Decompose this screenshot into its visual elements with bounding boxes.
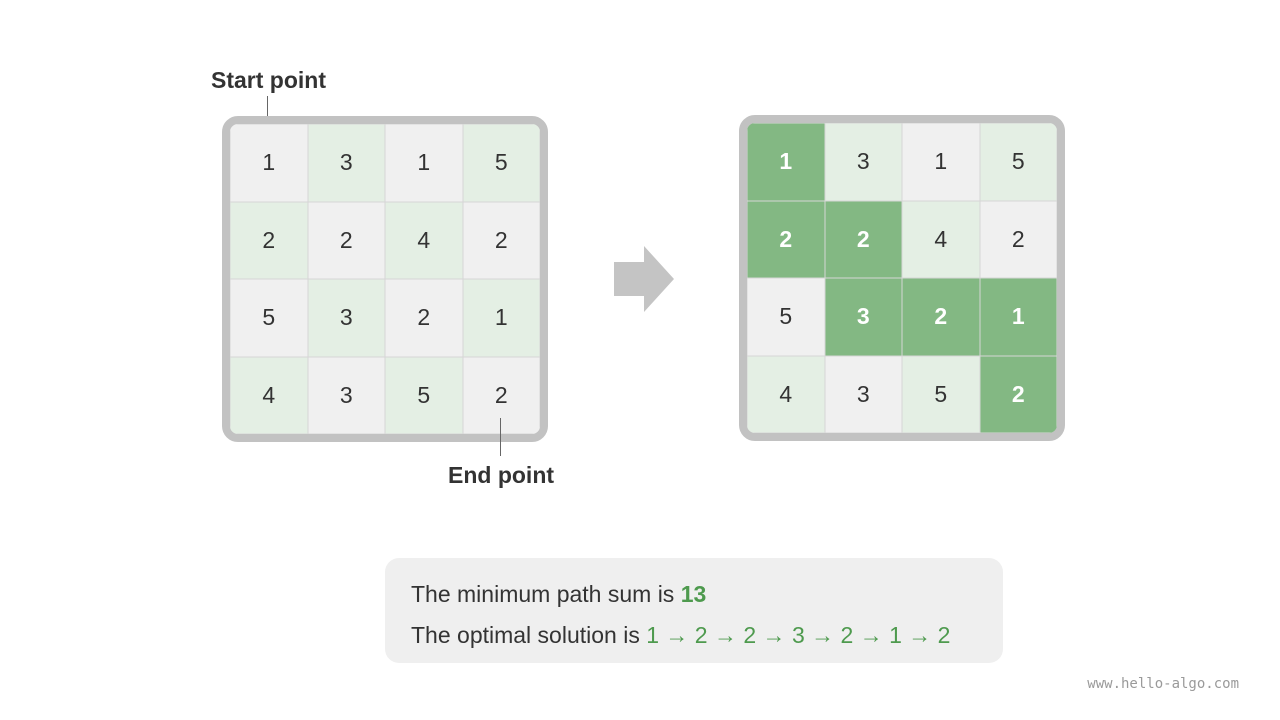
input-grid-cell: 5 [385,356,463,434]
start-point-label: Start point [211,67,326,93]
solution-grid-cell: 2 [824,200,902,278]
watermark: www.hello-algo.com [1087,676,1239,692]
input-grid-cell: 2 [462,356,540,434]
solution-grid-cell: 5 [979,123,1057,201]
input-grid-cell: 3 [307,279,385,357]
solution-grid-cell: 2 [979,200,1057,278]
solution-grid-cell: 2 [902,278,980,356]
input-grid-cell: 4 [230,356,308,434]
solution-grid-cell: 1 [747,123,825,201]
solution-grid-cell: 2 [979,355,1057,433]
input-grid-cell: 4 [385,201,463,279]
min-sum-prefix: The minimum path sum is [411,581,681,607]
solution-grid-cell: 4 [747,355,825,433]
solution-grid-cell: 3 [824,278,902,356]
input-grid-cell: 1 [230,124,308,202]
input-grid-cell: 5 [230,279,308,357]
input-grid-cell: 2 [385,279,463,357]
end-point-label: End point [448,462,555,488]
solution-grid-cell: 2 [747,200,825,278]
input-grid-cell: 2 [230,201,308,279]
input-grid-cell: 1 [462,279,540,357]
end-point-leader-line [500,418,501,456]
input-grid-cell: 5 [462,124,540,202]
min-sum-line: The minimum path sum is 13 [411,574,1003,615]
solution-path: 1 → 2 → 2 → 3 → 2 → 1 → 2 [646,622,951,648]
solution-grid-cell: 5 [902,355,980,433]
solution-grid-cell: 4 [902,200,980,278]
input-grid-cell: 2 [307,201,385,279]
right-arrow-icon [614,246,674,312]
solution-grid-cell: 5 [747,278,825,356]
solution-prefix: The optimal solution is [411,622,647,648]
solution-line: The optimal solution is 1 → 2 → 2 → 3 → … [411,615,1003,656]
result-panel: The minimum path sum is 13 The optimal s… [385,558,1003,663]
input-grid-cell: 2 [462,201,540,279]
input-grid-cell: 1 [385,124,463,202]
input-grid-cell: 3 [307,356,385,434]
min-sum-value: 13 [680,581,707,607]
solution-grid-cell: 3 [824,355,902,433]
input-grid-cell: 3 [307,124,385,202]
solution-grid-cell: 1 [979,278,1057,356]
solution-grid-cell: 3 [824,123,902,201]
solution-grid-cell: 1 [902,123,980,201]
